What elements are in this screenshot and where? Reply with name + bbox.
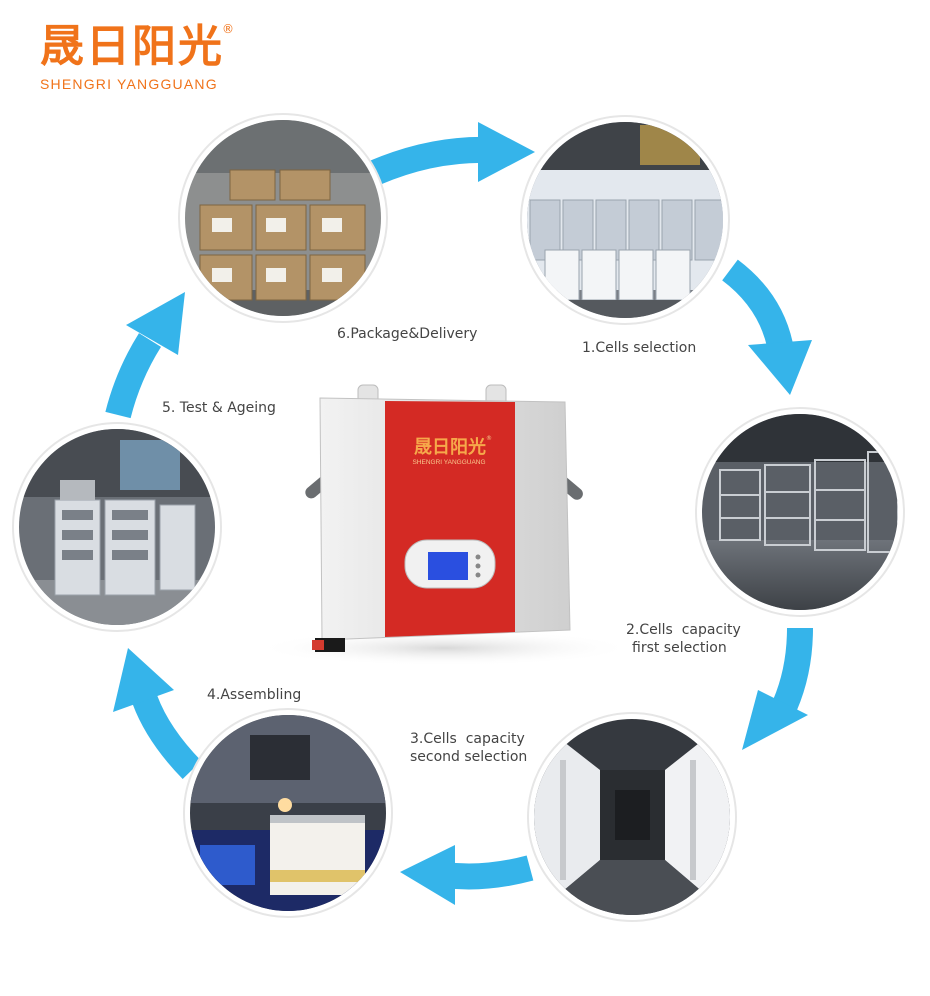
- step-5-caption: 5. Test & Ageing: [162, 400, 276, 416]
- step-4-caption: 4.Assembling: [207, 687, 302, 703]
- step-6-photo: [178, 113, 388, 323]
- brand-logo: 晟日阳光 SHENGRI YANGGUANG ®: [40, 21, 234, 93]
- arrow-4-to-5: [113, 648, 202, 780]
- registered-mark: ®: [222, 22, 234, 36]
- step-3-photo: [527, 712, 737, 922]
- step-5-photo: [12, 422, 222, 632]
- step-1-caption: 1.Cells selection: [582, 340, 697, 356]
- lcd-screen: [428, 552, 468, 580]
- step-2-caption-line1: 2.Cells capacity: [626, 622, 741, 638]
- step-4-photo: [183, 708, 393, 918]
- step-2-photo: [695, 407, 905, 617]
- arrow-5-to-6: [105, 292, 185, 419]
- arrow-3-to-4: [400, 845, 534, 905]
- brand-name-en: SHENGRI YANGGUANG: [40, 76, 218, 92]
- device-registered-mark: ®: [486, 435, 492, 442]
- battery-device: 晟日阳光 SHENGRI YANGGUANG ®: [255, 384, 635, 666]
- step-3-caption-line2: second selection: [410, 749, 528, 765]
- device-brand-en: SHENGRI YANGGUANG: [412, 459, 485, 466]
- brand-name-cn: 晟日阳光: [40, 21, 224, 72]
- arrow-6-to-1: [364, 122, 535, 187]
- device-brand-cn: 晟日阳光: [414, 436, 486, 458]
- step-2-caption-line2: first selection: [632, 640, 727, 656]
- arrow-2-to-3: [742, 627, 813, 750]
- arrow-1-to-2: [721, 259, 812, 395]
- step-6-caption: 6.Package&Delivery: [337, 326, 478, 342]
- step-2-caption: 2.Cells capacity first selection: [626, 621, 741, 657]
- step-3-caption: 3.Cells capacity second selection: [410, 730, 527, 766]
- step-3-caption-line1: 3.Cells capacity: [410, 731, 525, 747]
- cycle-arrows: [105, 122, 813, 905]
- step-1-photo: [520, 115, 730, 325]
